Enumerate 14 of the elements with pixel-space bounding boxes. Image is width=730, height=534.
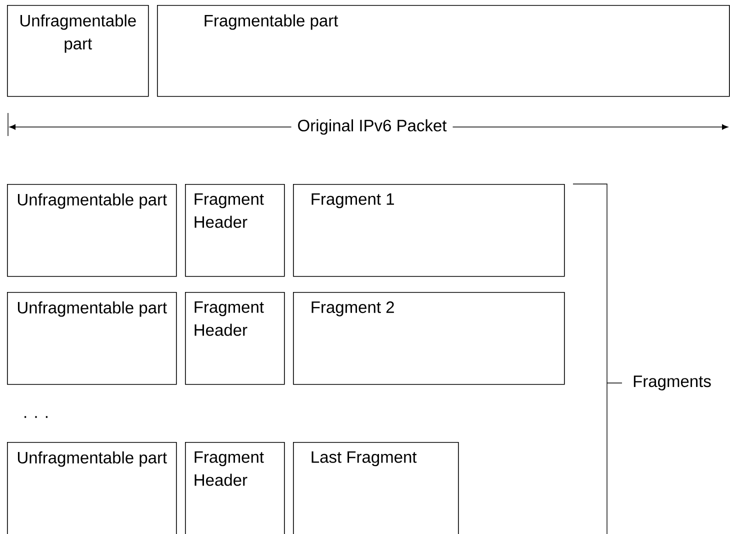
packet-box: Fragmentable part (157, 4, 730, 97)
bracket-label: Fragments (634, 376, 711, 390)
packet-box: Unfragmentable part (7, 292, 177, 385)
packet-box: Fragment Header (185, 184, 285, 277)
packet-box: Fragment 2 (293, 292, 565, 385)
packet-box: Unfragmentable part (7, 4, 149, 97)
packet-box: Unfragmentable part (7, 184, 177, 277)
packet-box: Last Fragment (293, 442, 459, 534)
ellipsis: . . . (24, 416, 48, 418)
packet-box: Fragment Header (185, 292, 285, 385)
dimension-label: Original IPv6 Packet (291, 114, 453, 140)
packet-box: Fragment Header (185, 442, 285, 534)
packet-box: Fragment 1 (293, 184, 565, 277)
packet-box: Unfragmentable part (7, 442, 177, 534)
